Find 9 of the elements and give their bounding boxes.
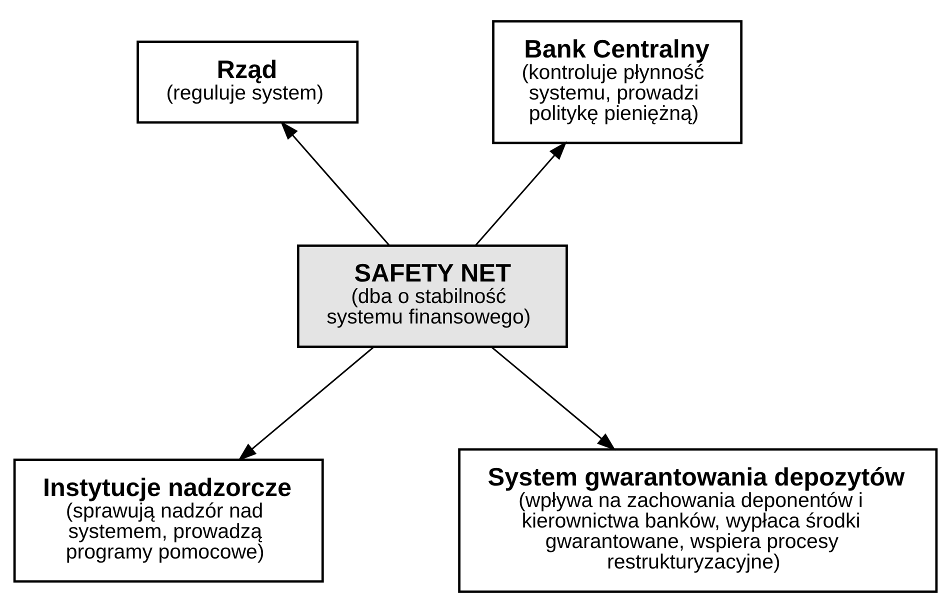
node-box: System gwarantowania depozytów (wpływa na zachowania deponentów i kierownictwa banków, wypłaca środki gwarantowane, wspiera procesy restrukturyzacyjne) (458, 448, 938, 592)
arrow (280, 120, 390, 246)
arrow (475, 140, 567, 246)
node-box: SAFETY NET (dba o stabilność systemu finansowego) (296, 244, 568, 348)
node-box: Rząd (reguluje system) (136, 40, 359, 124)
arrow (238, 346, 374, 460)
arrow (490, 346, 616, 450)
node-box: Bank Centralny (kontroluje płynność systemu, prowadzi politykę pieniężną) (492, 20, 742, 144)
node-box: Instytucje nadzorcze (sprawują nadzór nad systemem, prowadzą programy pomocowe) (13, 458, 324, 582)
